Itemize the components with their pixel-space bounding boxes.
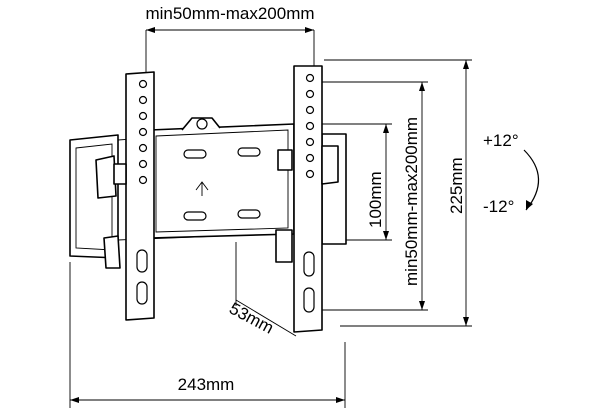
total-height-label: 225mm <box>447 157 466 214</box>
tilt-knobs <box>95 145 339 269</box>
center-plate <box>149 117 295 239</box>
right-arm <box>293 65 323 333</box>
total-height-dimension: 225mm <box>324 59 472 327</box>
inner-height-dimension: 100mm <box>320 123 392 241</box>
top-width-label: min50mm-max200mm <box>145 4 314 23</box>
tilt-down-label: -12° <box>483 197 514 216</box>
range-height-dimension: min50mm-max200mm <box>320 81 428 311</box>
bottom-width-dimension: 243mm <box>69 262 346 408</box>
depth-label: 53mm <box>226 299 277 338</box>
tilt-up-label: +12° <box>483 131 519 150</box>
left-arm <box>125 71 155 321</box>
bottom-width-label: 243mm <box>178 375 235 394</box>
top-width-dimension: min50mm-max200mm <box>145 4 315 72</box>
range-height-label: min50mm-max200mm <box>402 117 421 286</box>
inner-height-label: 100mm <box>366 171 385 228</box>
tilt-indicator: +12° -12° <box>483 131 540 216</box>
